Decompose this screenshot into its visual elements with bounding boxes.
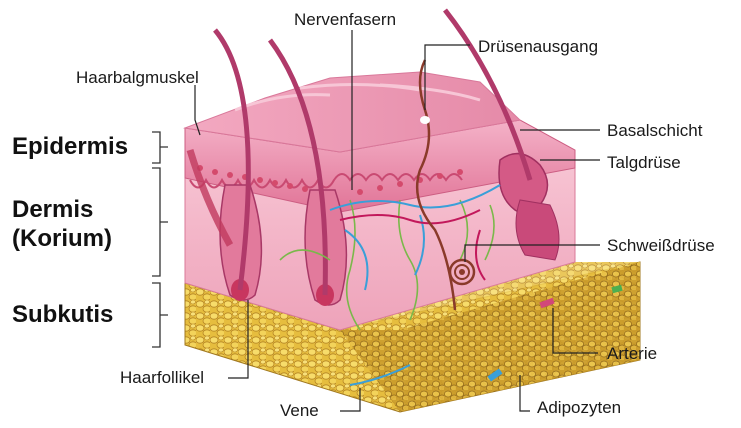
layer-label-dermis: Dermis — [12, 196, 93, 224]
label-arterie: Arterie — [607, 344, 657, 364]
gland-duct-opening — [420, 116, 430, 124]
epidermis-bracket — [152, 132, 168, 163]
dermis-bracket — [152, 168, 168, 276]
label-adipozyten: Adipozyten — [537, 398, 621, 418]
label-nervenfasern: Nervenfasern — [294, 10, 396, 30]
layer-label-epidermis: Epidermis — [12, 133, 128, 161]
subkutis-bracket — [152, 283, 168, 347]
label-haarbalgmuskel: Haarbalgmuskel — [76, 68, 199, 88]
label-basalschicht: Basalschicht — [607, 121, 702, 141]
label-vene: Vene — [280, 401, 319, 421]
label-druesenausgang: Drüsenausgang — [478, 37, 598, 57]
label-haarfollikel: Haarfollikel — [120, 368, 204, 388]
layer-label-korium: (Korium) — [12, 225, 112, 253]
label-talgdruese: Talgdrüse — [607, 153, 681, 173]
layer-label-subkutis: Subkutis — [12, 301, 113, 329]
label-schweissdruese: Schweißdrüse — [607, 236, 715, 256]
